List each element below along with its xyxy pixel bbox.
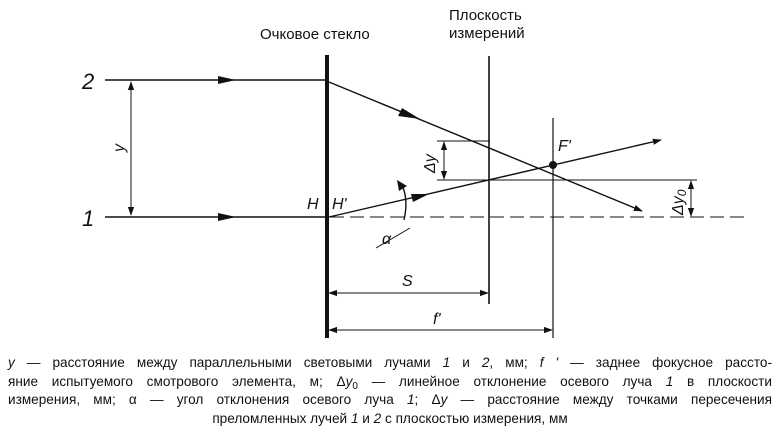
h-label: H [307,196,319,213]
optical-diagram: Очковое стекло Плоскость измерений 2 1 y… [81,7,745,338]
refracted-ray-2 [328,81,643,212]
delta-y-label: Δy [422,153,439,174]
alpha-arc-arrow-icon [397,180,407,191]
alpha-label: α [382,231,392,248]
deviated-ray-1-mid-arrow-icon [411,194,429,202]
plane-label-line2: измерений [449,25,525,42]
ray-2-arrow-icon [218,76,236,84]
caption-line-3: измерения, мм; α — угол отклонения осево… [8,392,773,408]
lens-label: Очковое стекло [260,26,370,43]
caption-line-1: y — расстояние между параллельными свето… [8,355,772,370]
y-label: y [111,143,128,153]
refracted-ray-2-mid-arrow-icon [398,108,420,119]
h-prime-label: H' [332,196,348,213]
ray-2-label: 2 [81,69,94,94]
deviated-ray-1 [328,138,662,218]
caption-line-4: преломленных лучей 1 и 2 с плоскостью из… [212,410,568,426]
figure-caption: y — расстояние между параллельными свето… [8,354,772,428]
alpha-leader-line [375,227,411,249]
caption-line-2: яние испытуемого смотрового элемента, м;… [8,373,772,392]
plane-label-line1: Плоскость [449,7,522,24]
delta-y0-label: Δy0 [670,189,689,216]
f-prime-point-label: F' [558,138,572,155]
focus-point [549,161,557,169]
s-label: S [402,273,413,290]
f-prime-dimension-label: f' [433,311,441,328]
ray-1-arrow-icon [218,213,236,221]
ray-1-label: 1 [82,206,94,231]
